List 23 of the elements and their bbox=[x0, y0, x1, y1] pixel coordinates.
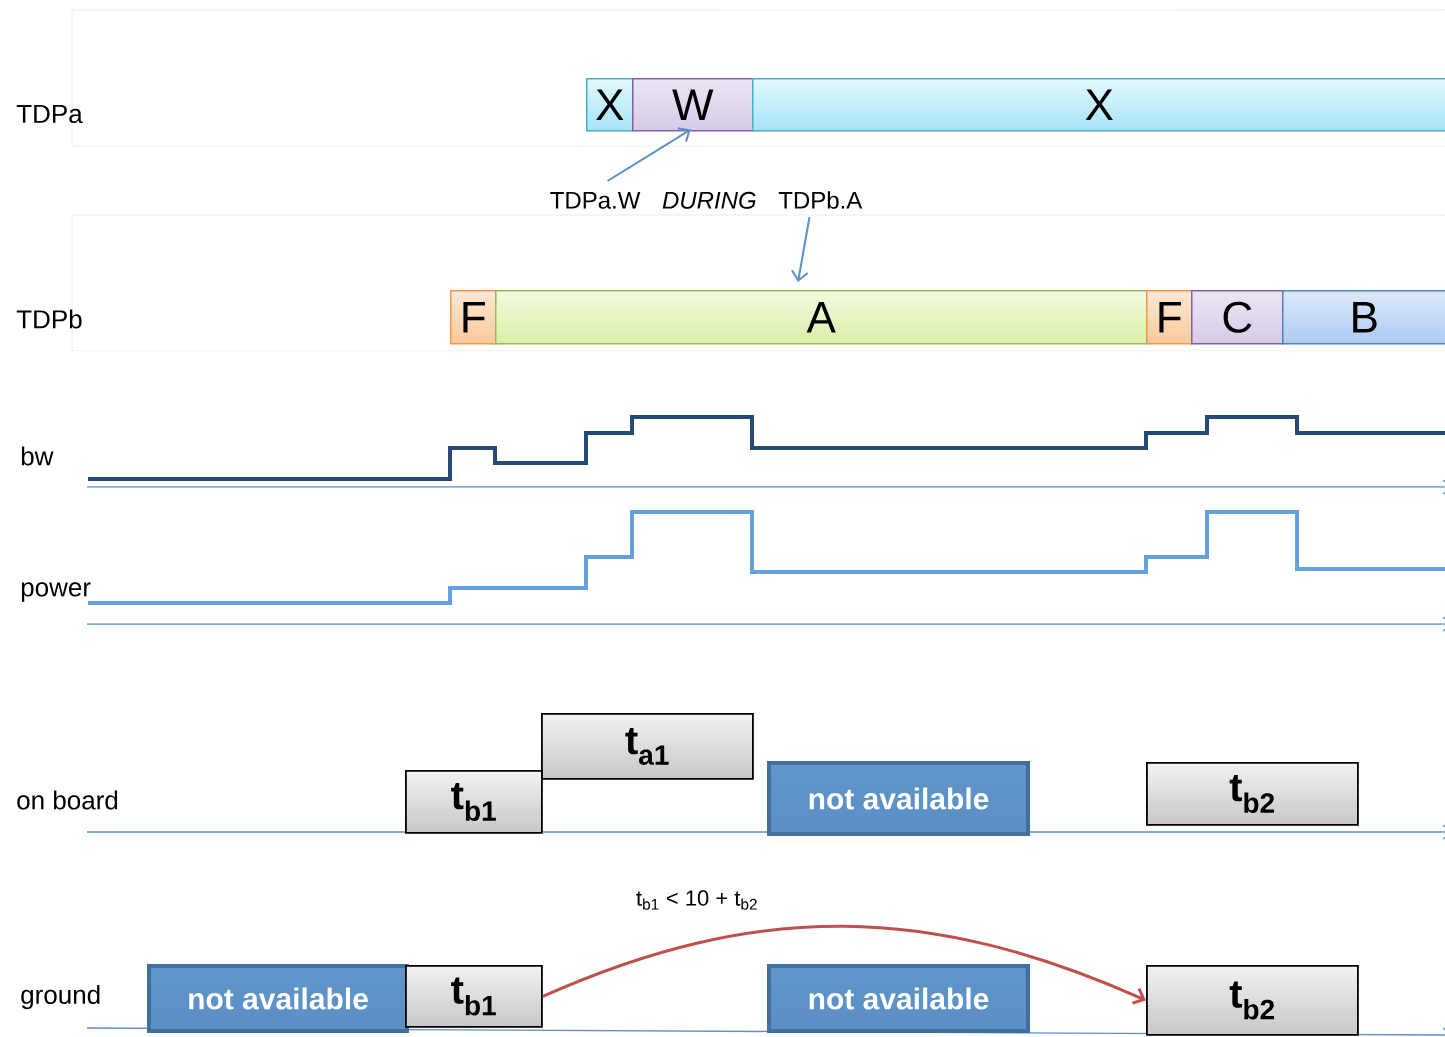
unavailable-block: not available bbox=[767, 761, 1030, 836]
phase-block: F bbox=[450, 290, 497, 345]
row-label: TDPa bbox=[16, 104, 83, 124]
arrow bbox=[790, 216, 811, 282]
phase-block: X bbox=[586, 78, 634, 132]
time-block: t$_{a1}$ bbox=[541, 713, 754, 780]
unavailable-block: not available bbox=[767, 964, 1030, 1033]
row-label: ground bbox=[21, 984, 100, 1010]
time-block: t$_{b1}$ bbox=[405, 965, 543, 1028]
arrow bbox=[542, 924, 1146, 1005]
row-label: on board bbox=[17, 790, 118, 810]
row-label: power bbox=[21, 582, 91, 602]
phase-block: B bbox=[1282, 290, 1445, 345]
time-block: t$_{b1}$ bbox=[405, 770, 543, 834]
phase-block: F bbox=[1146, 290, 1193, 345]
arrow bbox=[606, 127, 691, 182]
row-label: bw bbox=[21, 446, 54, 466]
row-label: TDPb bbox=[16, 309, 82, 329]
relation-text: TDPa.W DURING TDPb.A bbox=[550, 191, 863, 209]
edge-label: t$_{b1}$ < 10 + t$_{b2}$ bbox=[636, 890, 757, 910]
time-block: t$_{b2}$ bbox=[1146, 965, 1359, 1036]
phase-block: X bbox=[752, 78, 1445, 132]
time-block: t$_{b2}$ bbox=[1146, 762, 1359, 826]
